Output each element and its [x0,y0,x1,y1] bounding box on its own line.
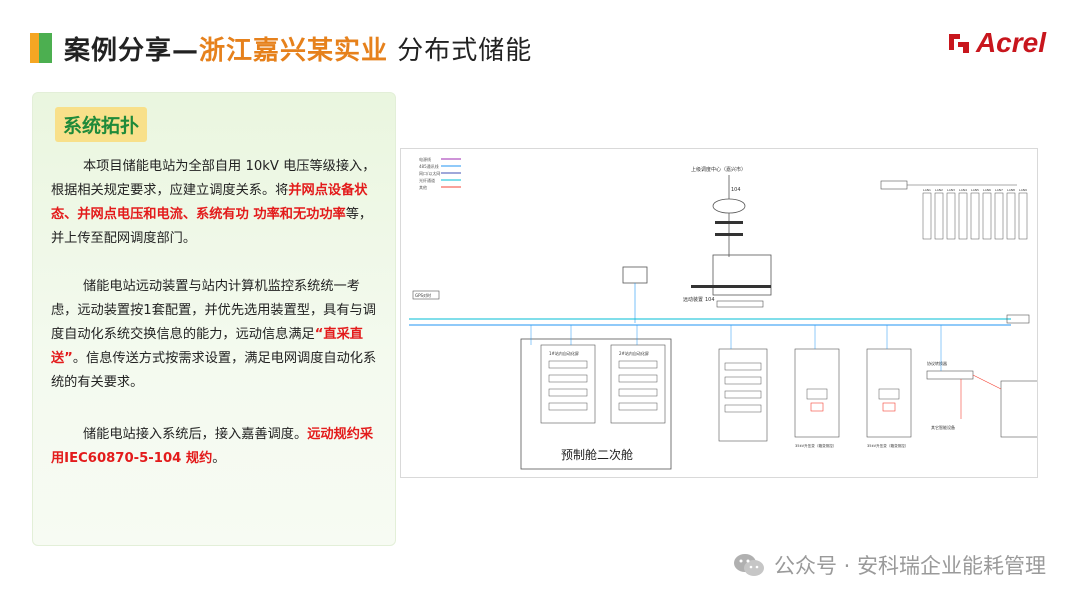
lan-label: LAN5 [971,188,979,192]
transformer-1-label: 35kV升压变（箱变测控） [795,443,836,448]
title-suffix: 分布式储能 [388,36,533,66]
section-title: 系统拓扑 [55,107,148,142]
footer-text: 公众号 · 安科瑞企业能耗管理 [773,554,1046,578]
logo-text: Acrel [975,27,1046,58]
prefab-cabin-box [520,338,672,470]
p1-text-a: 本项目储能电站为全部自用 10kV 电压等级接入，根据相关规定要求，应建立调度关… [51,159,376,198]
legend-label: 485通讯线 [419,163,439,169]
acrel-logo: Acrel [946,27,1046,58]
protocol-104-mid: 104 [705,297,715,303]
transformer-box-2 [866,348,912,438]
protocol-104-top: 104 [731,187,741,193]
lan-label: LAN3 [947,188,955,192]
monitor-computer-icon [622,266,648,284]
acrel-logo-icon [946,30,972,56]
lan-label: LAN9 [1019,188,1027,192]
protocol-converter-box [926,370,974,380]
cabinet-1 [540,344,596,424]
remote-device-label: 远动装置 [683,296,703,303]
protection-cabinet [718,348,768,442]
network-cloud-icon [712,198,746,214]
title-accent-bar [30,33,52,63]
dispatch-center-label: 上级调度中心（嘉兴市） [691,166,746,173]
gps-label: GPS对时 [415,292,431,298]
cabinet-2-title: 2#站内自动化屏 [619,350,649,356]
protocol-converter-label: 协议转换器 [927,360,947,366]
title-prefix: 案例分享— [64,36,200,66]
p2-text-a: 储能电站远动装置与站内计算机监控系统统一考虑，远动装置按1套配置，并优先选用装置… [51,279,376,342]
other-devices-label: 其它智能设备 [931,424,955,430]
description-panel: 系统拓扑 本项目储能电站为全部自用 10kV 电压等级接入，根据相关规定要求，应… [32,92,396,546]
lan-label: LAN2 [935,188,943,192]
paragraph-3: 储能电站接入系统后，接入嘉善调度。远动规约采用IEC60870-5-104 规约… [51,423,381,471]
lan-label: LAN4 [959,188,967,192]
p3-text-a: 储能电站接入系统后，接入嘉善调度。 [83,427,308,442]
title-highlight: 浙江嘉兴某实业 [199,36,389,66]
gps-box [412,290,440,300]
legend-label: 电源线 [419,156,431,162]
title-bar: 案例分享—浙江嘉兴某实业 分布式储能 Acrel [0,20,1080,76]
diagram-legend: 电源线 485通讯线 网口/以太网 光纤通道 其他 [419,156,461,190]
lan-label: LAN7 [995,188,1003,192]
p3-highlight: 远动规约采用IEC60870-5-104 规约 [51,427,374,466]
p2-text-b: 。信息传送方式按需求设置，满足电网调度自动化系统的有关要求。 [51,351,377,390]
prefab-cabin-label: 预制舱二次舱 [561,448,633,462]
cabinet-1-title: 1#站内自动化屏 [549,350,579,356]
paragraph-2: 储能电站远动装置与站内计算机监控系统统一考虑，远动装置按1套配置，并优先选用装置… [51,275,381,395]
p3-text-b: 。 [212,451,226,466]
lan-panel: LAN1 LAN2 LAN3 LAN4 LAN5 LAN6 LAN7 LAN8 … [922,188,1028,240]
p1-highlight: 并网点设备状态、并网点电压和电流、系统有功 功率和无功功率 [51,183,368,222]
legend-label: 光纤通道 [419,177,435,183]
transformer-2-label: 35kV升压变（箱变测控） [867,443,908,448]
lan-label: LAN6 [983,188,991,192]
paragraph-1: 本项目储能电站为全部自用 10kV 电压等级接入，根据相关规定要求，应建立调度关… [51,155,381,251]
legend-label: 其他 [419,184,427,190]
wechat-footer: 公众号 · 安科瑞企业能耗管理 [732,548,1046,582]
p2-highlight: “直采直送” [51,327,363,366]
wechat-icon [732,552,766,578]
cabinet-2 [610,344,666,424]
page-title: 案例分享—浙江嘉兴某实业 分布式储能 [64,30,532,67]
system-topology-diagram: 电源线 485通讯线 网口/以太网 光纤通道 其他 上级调度中心（嘉兴市） 10… [400,148,1052,478]
legend-label: 网口/以太网 [419,170,440,176]
p1-text-b: 等，并上传至配网调度部门。 [51,207,373,246]
lan-label: LAN1 [923,188,931,192]
remote-device-box [712,254,772,296]
transformer-box-1 [794,348,840,438]
lan-label: LAN8 [1007,188,1015,192]
